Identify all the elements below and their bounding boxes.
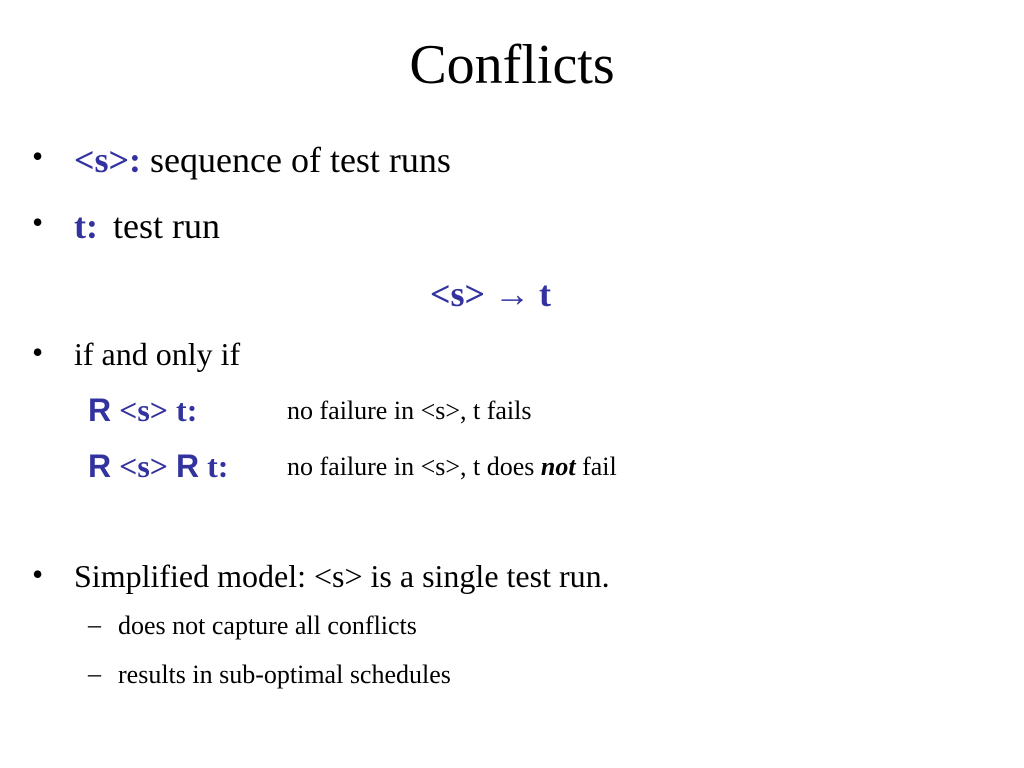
bullet-iff: if and only if — [74, 336, 241, 372]
condition-2-desc-post: fail — [575, 452, 617, 481]
slide-title: Conflicts — [409, 34, 615, 96]
sub-bullet-conflicts: does not capture all conflicts — [118, 611, 417, 640]
formula-lhs: <s> — [430, 274, 486, 314]
condition-2-r: R — [88, 448, 112, 484]
sub-bullet-marker: – — [88, 659, 101, 688]
condition-1-formula: R <s> t: — [88, 390, 197, 430]
condition-2-formula: R <s> R t: — [88, 446, 228, 486]
arrow-icon: → — [494, 274, 531, 314]
condition-1-r: R — [88, 392, 112, 428]
bullet-marker: • — [32, 334, 44, 370]
formula: <s> → t — [430, 272, 551, 316]
condition-2-desc-emphasis: not — [540, 452, 576, 481]
sub-bullet-schedules: results in sub-optimal schedules — [118, 660, 451, 689]
bullet-test-run: t: test run — [74, 204, 220, 248]
condition-2-description: no failure in <s>, t does not fail — [287, 451, 617, 483]
condition-1-expr: <s> t: — [119, 392, 198, 428]
bullet-marker: • — [32, 204, 44, 240]
formula-rhs: t — [539, 274, 552, 314]
definition-sequence: sequence of test runs — [150, 140, 451, 180]
condition-2-desc-pre: no failure in <s>, t does — [287, 452, 541, 481]
condition-1-description: no failure in <s>, t fails — [287, 396, 532, 425]
term-sequence: <s>: — [74, 140, 142, 180]
definition-test-run: test run — [112, 206, 220, 246]
sub-bullet-marker: – — [88, 610, 101, 639]
condition-2-r2: R — [176, 448, 200, 484]
condition-2-t: t: — [207, 448, 229, 484]
condition-2-seq: <s> — [119, 448, 169, 484]
bullet-sequence: <s>: sequence of test runs — [74, 138, 451, 182]
bullet-simplified-model: Simplified model: <s> is a single test r… — [74, 558, 610, 594]
term-test-run: t: — [74, 206, 98, 246]
bullet-marker: • — [32, 556, 44, 592]
bullet-marker: • — [32, 138, 44, 174]
